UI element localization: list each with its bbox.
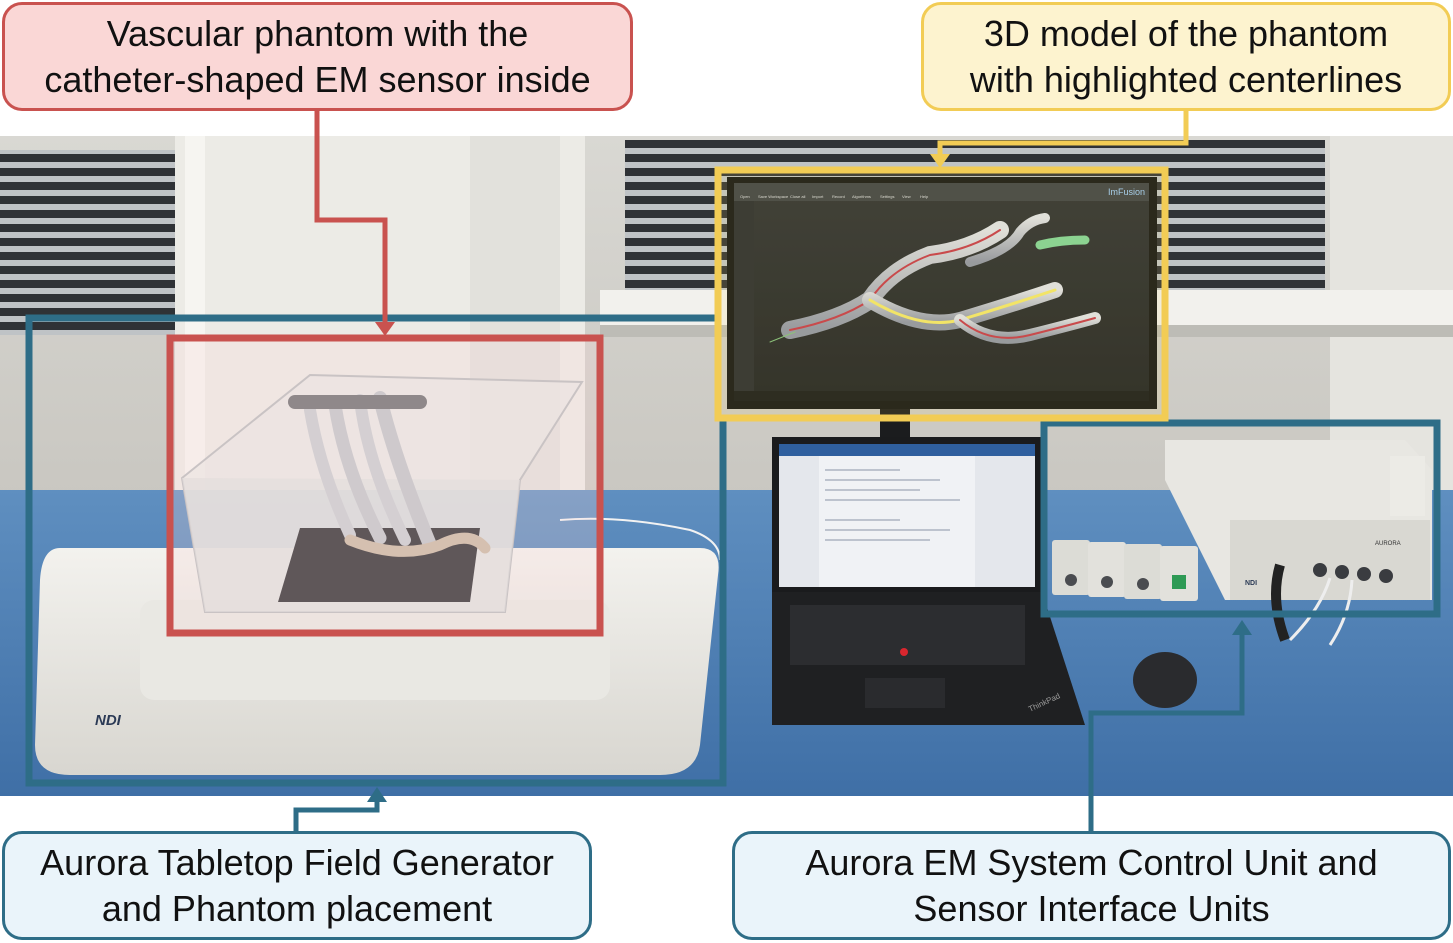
- svg-text:View: View: [902, 194, 911, 199]
- label-phantom: Vascular phantom with the catheter-shape…: [2, 2, 633, 111]
- svg-text:Help: Help: [920, 194, 929, 199]
- control-unit-brand: AURORA: [1375, 541, 1401, 547]
- svg-text:Settings: Settings: [880, 194, 894, 199]
- lab-setup-photo: NDI ImFusion Open Save Workspace Close a…: [0, 136, 1453, 796]
- svg-text:Save Workspace: Save Workspace: [758, 194, 789, 199]
- svg-text:Close all: Close all: [790, 194, 805, 199]
- label-field-generator: Aurora Tabletop Field Generator and Phan…: [2, 831, 592, 940]
- field-generator-logo: NDI: [95, 712, 122, 729]
- monitor-stand: [880, 409, 910, 437]
- svg-text:Algorithms: Algorithms: [852, 194, 871, 199]
- control-unit-logo: NDI: [1245, 580, 1257, 587]
- monitor-screen: [734, 183, 1149, 391]
- sensor-interface-units: [1052, 540, 1198, 601]
- field-generator-leader: [293, 800, 380, 831]
- label-control-unit: Aurora EM System Control Unit and Sensor…: [732, 831, 1451, 940]
- screen-app-logo: ImFusion: [1108, 187, 1145, 197]
- svg-text:Record: Record: [832, 194, 845, 199]
- mouse: [1133, 652, 1197, 708]
- svg-text:Import: Import: [812, 194, 824, 199]
- label-3d-model: 3D model of the phantom with highlighted…: [921, 2, 1451, 111]
- svg-text:Open: Open: [740, 194, 750, 199]
